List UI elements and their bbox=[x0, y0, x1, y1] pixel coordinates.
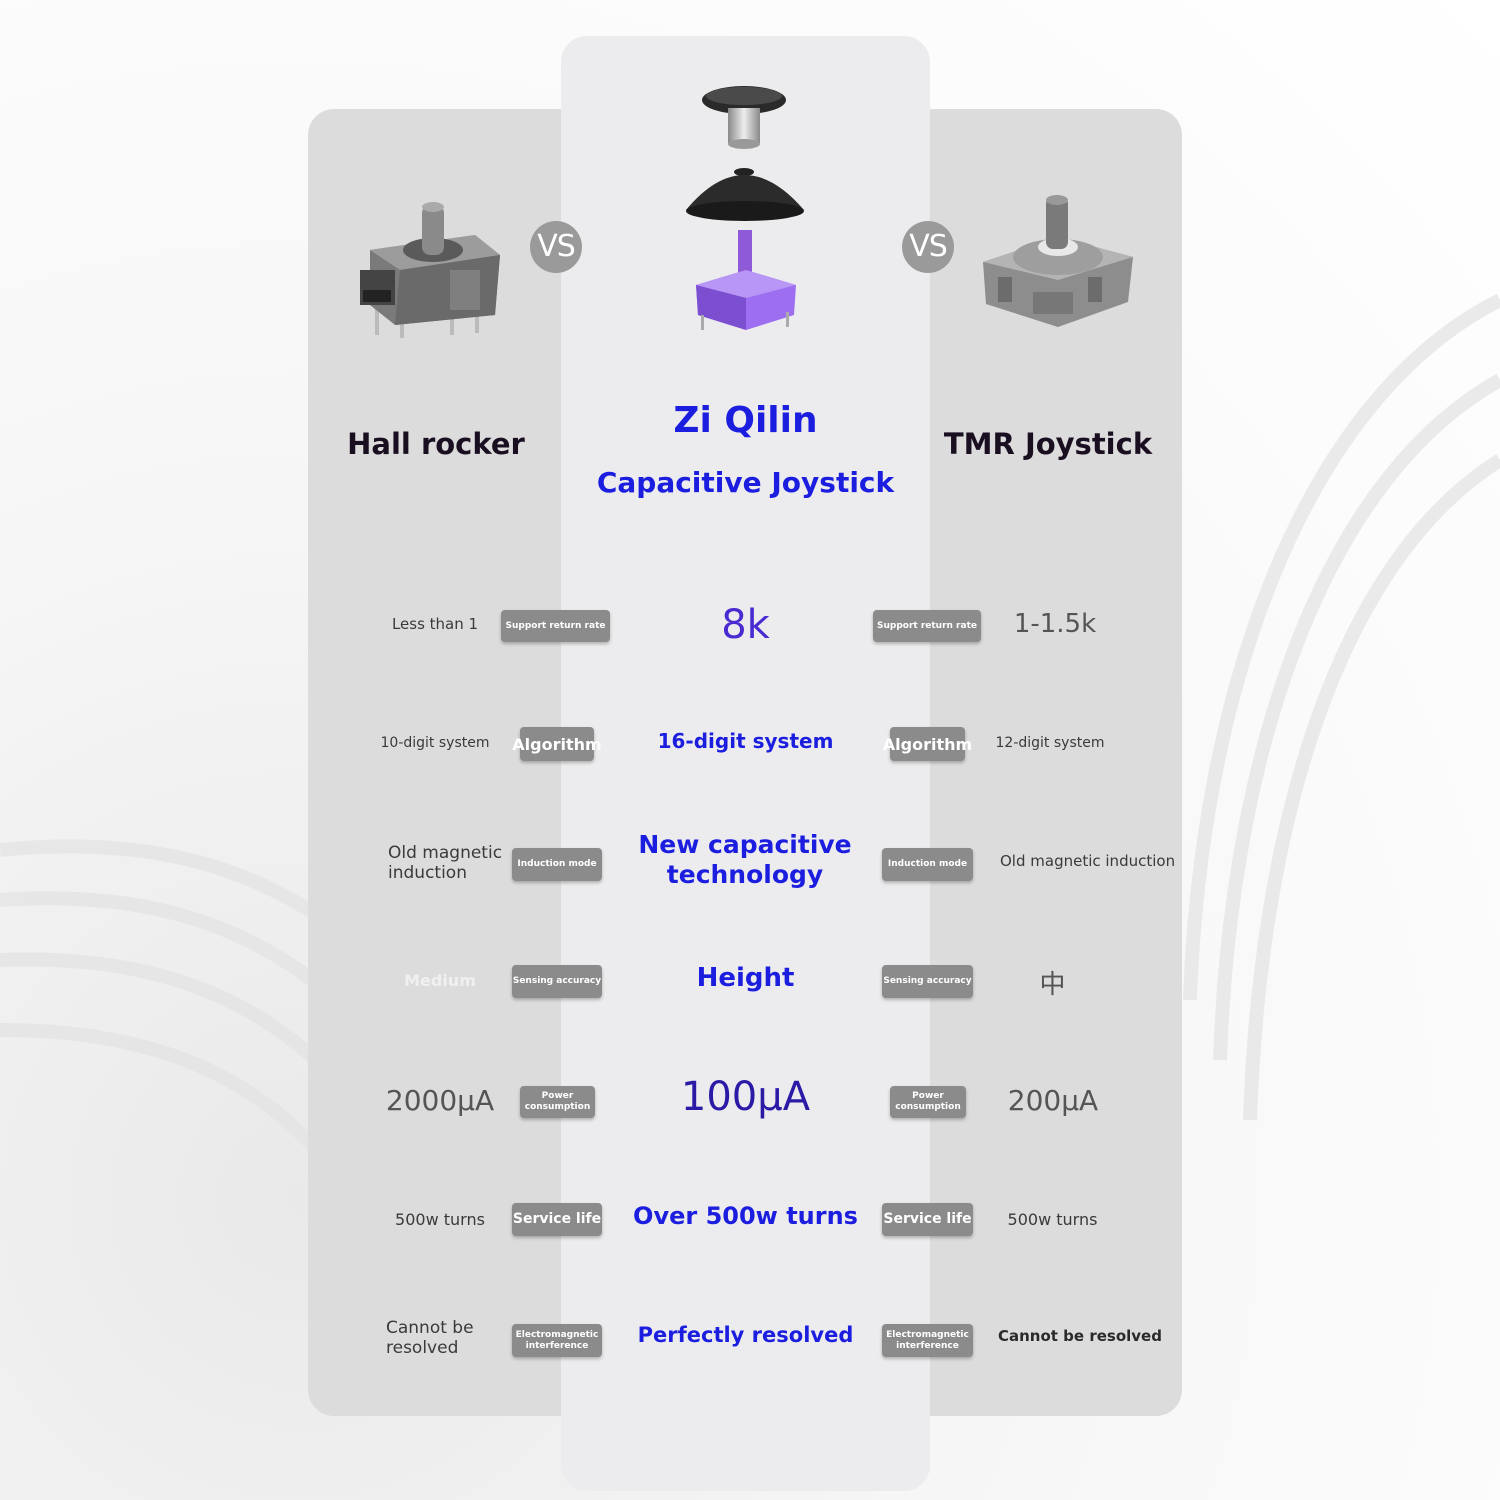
featured-power-consumption: 100μA bbox=[680, 1074, 811, 1120]
featured-sensing-accuracy: Height bbox=[696, 963, 795, 993]
badge-service-right: Service life bbox=[882, 1203, 973, 1236]
badge-algorithm-right: Algorithm bbox=[883, 727, 972, 761]
tmr-joystick-title: TMR Joystick bbox=[943, 427, 1153, 461]
featured-induction-mode: New capacitive technology bbox=[638, 830, 852, 889]
vs-badge-right: VS bbox=[902, 221, 954, 273]
badge-return-rate-right: Support return rate bbox=[873, 610, 981, 642]
badge-power-left: Power consumption bbox=[520, 1086, 595, 1118]
tmr-return-rate: 1-1.5k bbox=[1013, 609, 1097, 639]
badge-em-right: Electromagnetic interference bbox=[882, 1324, 973, 1357]
tmr-algorithm: 12-digit system bbox=[995, 735, 1105, 751]
tmr-joystick-image bbox=[983, 195, 1133, 327]
badge-induction-right: Induction mode bbox=[882, 848, 973, 881]
hall-algorithm: 10-digit system bbox=[380, 735, 490, 751]
hall-sensing-accuracy: Medium bbox=[404, 971, 476, 990]
tmr-sensing-accuracy: 中 bbox=[1039, 970, 1066, 1000]
tmr-power-consumption: 200μA bbox=[1007, 1084, 1099, 1117]
hall-service-life: 500w turns bbox=[395, 1210, 485, 1229]
featured-em-interference: Perfectly resolved bbox=[637, 1323, 854, 1347]
badge-sensing-right: Sensing accuracy bbox=[882, 965, 973, 998]
badge-induction-left: Induction mode bbox=[512, 848, 602, 881]
badge-sensing-left: Sensing accuracy bbox=[512, 965, 602, 998]
hall-em-interference: Cannot be resolved bbox=[386, 1318, 474, 1358]
hall-rocker-title: Hall rocker bbox=[347, 427, 525, 461]
capacitive-joystick-image bbox=[686, 86, 804, 330]
tmr-induction-mode: Old magnetic induction bbox=[1000, 852, 1176, 870]
hall-rocker-image bbox=[360, 202, 500, 338]
featured-product-title: Zi Qilin bbox=[673, 400, 818, 441]
hall-return-rate: Less than 1 bbox=[391, 615, 479, 633]
tmr-service-life: 500w turns bbox=[1007, 1210, 1098, 1229]
featured-product-subtitle: Capacitive Joystick bbox=[596, 466, 895, 499]
badge-em-left: Electromagnetic interference bbox=[512, 1324, 602, 1357]
badge-return-rate-left: Support return rate bbox=[501, 610, 610, 642]
hall-induction-mode: Old magnetic induction bbox=[388, 843, 503, 883]
badge-algorithm-left: Algorithm bbox=[512, 727, 602, 761]
featured-return-rate: 8k bbox=[721, 602, 770, 648]
hall-power-consumption: 2000μA bbox=[385, 1084, 495, 1117]
vs-badge-left: VS bbox=[530, 221, 582, 273]
tmr-em-interference: Cannot be resolved bbox=[998, 1327, 1162, 1345]
featured-service-life: Over 500w turns bbox=[633, 1202, 858, 1230]
badge-power-right: Power consumption bbox=[890, 1086, 966, 1118]
badge-service-left: Service life bbox=[512, 1203, 602, 1236]
featured-algorithm: 16-digit system bbox=[657, 729, 834, 753]
